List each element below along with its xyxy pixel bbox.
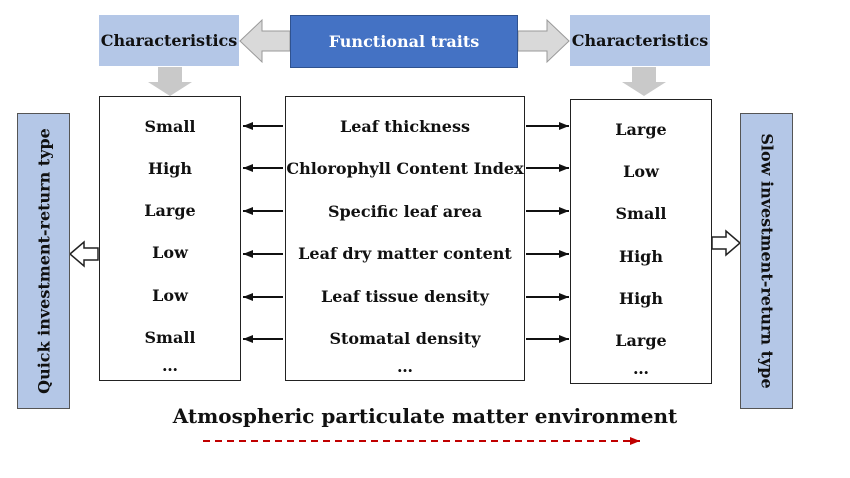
right-value: Small <box>615 204 667 223</box>
left-value: Small <box>144 328 196 347</box>
left-values-column: Small High Large Low Low Small … <box>99 96 241 381</box>
trait-label: Leaf tissue density <box>321 287 489 306</box>
outline-arrow-left-icon <box>68 240 99 268</box>
left-value: Low <box>152 243 188 262</box>
gray-arrow-left-icon <box>239 18 291 64</box>
right-value: High <box>618 289 663 308</box>
right-ellipsis: … <box>633 359 649 378</box>
right-values-column: Large Low Small High High Large … <box>570 99 712 384</box>
trait-label: Chlorophyll Content Index <box>286 159 524 178</box>
trait-label: Stomatal density <box>329 329 481 348</box>
right-value: Large <box>615 331 667 350</box>
gray-down-arrow-left-icon <box>148 67 192 96</box>
quick-investment-return-box: Quick investment-return type <box>17 113 70 409</box>
left-value: Small <box>144 117 196 136</box>
left-value: Low <box>152 286 188 305</box>
quick-investment-return-label: Quick investment-return type <box>34 128 53 394</box>
right-characteristics-box: Characteristics <box>570 15 710 66</box>
functional-traits-box: Functional traits <box>290 15 518 68</box>
trait-label: Specific leaf area <box>327 202 483 221</box>
slow-investment-return-box: Slow investment-return type <box>740 113 793 409</box>
left-value: High <box>147 159 192 178</box>
right-value: High <box>618 247 663 266</box>
slow-investment-return-label: Slow investment-return type <box>757 133 776 389</box>
right-value: Large <box>615 120 667 139</box>
left-characteristics-box: Characteristics <box>99 15 239 66</box>
left-ellipsis: … <box>162 356 178 375</box>
right-value: Low <box>623 162 659 181</box>
traits-column: Leaf thickness Chlorophyll Content Index… <box>285 96 525 381</box>
gray-down-arrow-right-icon <box>622 67 666 96</box>
traits-ellipsis: … <box>397 357 413 376</box>
trait-label: Leaf thickness <box>339 117 470 136</box>
gray-arrow-right-icon <box>517 18 570 64</box>
outline-arrow-right-icon <box>711 229 742 257</box>
left-value: Large <box>144 201 196 220</box>
environment-label: Atmospheric particulate matter environme… <box>172 404 678 428</box>
trait-label: Leaf dry matter content <box>298 244 512 263</box>
